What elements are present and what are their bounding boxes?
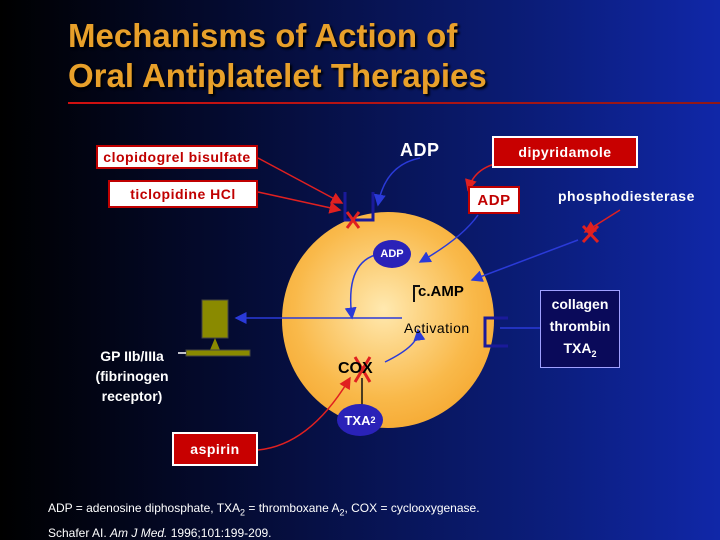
phosphodiesterase-arrow [583, 209, 621, 233]
adp-to-camp-arrow [418, 214, 479, 263]
aspirin-box: aspirin [172, 432, 258, 466]
gp-receptor-shape [185, 299, 251, 357]
gp-label-line-3: receptor) [101, 388, 163, 404]
aspirin-arrow [257, 376, 351, 451]
adp-to-receptor-arrow [373, 157, 421, 207]
collagen-label: collagen [551, 296, 609, 312]
txa2-text: TXA [344, 412, 371, 428]
collagen-txa-sub: 2 [591, 348, 597, 359]
inhibit-x-adp-receptor [345, 211, 361, 229]
cox-to-activation-arrow [384, 328, 426, 363]
txa2-subscript: 2 [370, 415, 376, 425]
gp-label-line-2: (fibrinogen [95, 368, 169, 384]
phosphodiesterase-to-camp-arrow [470, 239, 579, 282]
abbrev-part-2: = thromboxane A [245, 501, 340, 515]
collagen-txa-label: TXA2 [541, 337, 619, 365]
abbrev-part-1: ADP = adenosine diphosphate, TXA [48, 501, 241, 515]
inhibit-x-cox [353, 356, 372, 383]
camp-inhibit-line [413, 285, 420, 302]
abbrev-part-3: , COX = cyclooxygenase. [344, 501, 480, 515]
camp-label: c.AMP [418, 283, 464, 300]
collagen-thrombin-box: collagen thrombin TXA2 [540, 290, 620, 368]
ticlopidine-box: ticlopidine HCl [108, 180, 258, 208]
adp-circle-badge: ADP [373, 240, 411, 268]
cox-label: COX [338, 360, 373, 377]
clopidogrel-box: clopidogrel bisulfate [96, 145, 258, 169]
title-line-2: Oral Antiplatelet Therapies [68, 57, 487, 94]
gp-receptor-label: GP IIb/IIIa (fibrinogen receptor) [86, 346, 178, 406]
title-line-1: Mechanisms of Action of [68, 17, 458, 54]
activation-label: Activation [404, 320, 470, 336]
clopidogrel-arrow [257, 157, 344, 204]
thrombin-label: thrombin [549, 318, 611, 334]
citation-author: Schafer AI. [48, 526, 111, 540]
citation-footnote: Schafer AI. Am J Med. 1996;101:199-209. [48, 526, 272, 540]
ticlopidine-arrow [257, 191, 342, 214]
adp-circle-arrow [344, 254, 376, 320]
abbrev-sub-2: 2 [339, 507, 345, 518]
collagen-txa-text: TXA [563, 340, 592, 356]
adp-top-label: ADP [400, 140, 440, 160]
title-divider [68, 102, 720, 104]
gp-label-line-1: GP IIb/IIIa [100, 348, 164, 364]
citation-details: 1996;101:199-209. [167, 526, 272, 540]
phosphodiesterase-label: phosphodiesterase [558, 188, 695, 204]
adp-receptor [343, 192, 375, 222]
slide-title: Mechanisms of Action of Oral Antiplatele… [68, 16, 487, 96]
collagen-receptor [483, 316, 508, 348]
dipyridamole-box: dipyridamole [492, 136, 638, 168]
inhibit-x-phosphodiesterase [581, 224, 600, 244]
abbreviations-footnote: ADP = adenosine diphosphate, TXA2 = thro… [48, 501, 480, 517]
adp-box: ADP [468, 186, 520, 214]
citation-journal: Am J Med. [110, 526, 168, 540]
abbrev-sub-1: 2 [240, 507, 246, 518]
